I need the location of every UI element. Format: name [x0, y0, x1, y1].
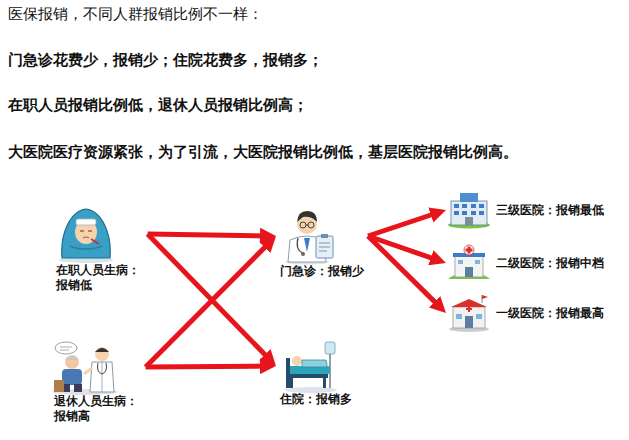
node-label: 退休人员生病： 报销高 [54, 394, 142, 424]
node-group: 退休人员生病： 报销高 [50, 338, 146, 428]
node-label: 住院：报销多 [280, 392, 352, 407]
red-arrow [146, 364, 268, 370]
node-group: 一级医院：报销最高 [446, 293, 608, 333]
medium-hospital-icon [448, 245, 490, 279]
red-arrow [148, 234, 271, 360]
node-group: 二级医院：报销中档 [446, 243, 608, 283]
red-arrow [148, 234, 268, 236]
doctor-icon [285, 211, 333, 265]
node-group: 三级医院：报销最低 [446, 190, 608, 230]
node-label: 三级医院：报销最低 [496, 203, 604, 218]
node-label: 二级医院：报销中档 [496, 256, 604, 271]
heading: 医保报销，不同人群报销比例不一样： [8, 5, 263, 23]
node-group: 门急诊：报销少 [276, 206, 368, 283]
red-arrow [146, 242, 271, 367]
retiree-doctor-icon [52, 342, 118, 395]
note-line: 大医院医疗资源紧张，为了引流，大医院报销比例低，基层医院报销比例高。 [8, 143, 518, 161]
small-hospital-icon [449, 295, 489, 332]
node-label: 在职人员生病： 报销低 [56, 263, 144, 293]
node-label: 一级医院：报销最高 [496, 306, 604, 321]
note-line: 门急诊花费少，报销少；住院花费多，报销多； [8, 51, 323, 69]
red-arrow [368, 236, 440, 307]
node-group: 住院：报销多 [276, 338, 356, 411]
note-line: 在职人员报销比例低，退休人员报销比例高； [8, 96, 308, 114]
large-hospital-icon [448, 193, 490, 229]
node-label: 门急诊：报销少 [280, 264, 364, 279]
hospital-bed-icon [285, 342, 337, 393]
sick-person-icon [59, 209, 113, 263]
red-arrow [368, 213, 438, 237]
node-group: 在职人员生病： 报销低 [52, 205, 148, 297]
